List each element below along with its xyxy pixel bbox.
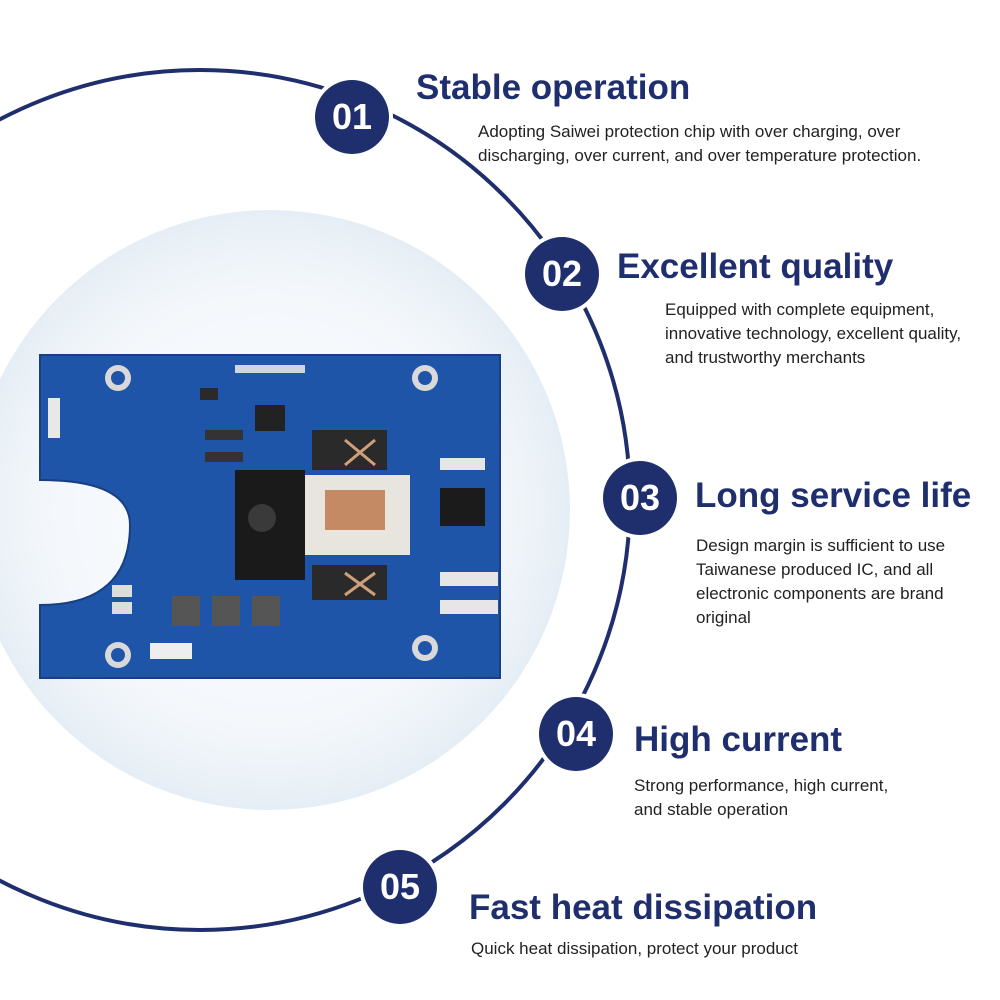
desc-line: electronic components are brand [696, 584, 944, 603]
feature-title-fast-heat-dissipation: Fast heat dissipation [469, 888, 818, 927]
feature-desc-high-current: Strong performance, high current, and st… [634, 774, 888, 822]
step-badge-05: 05 [363, 850, 437, 924]
feature-desc-fast-heat-dissipation: Quick heat dissipation, protect your pro… [471, 937, 798, 961]
desc-line: Strong performance, high current, [634, 776, 889, 795]
desc-line: original [696, 608, 751, 627]
feature-desc-stable-operation: Adopting Saiwei protection chip with ove… [478, 120, 921, 168]
step-badge-03: 03 [603, 461, 677, 535]
desc-line: and trustworthy merchants [665, 348, 866, 367]
desc-line: discharging, over current, and over temp… [478, 146, 922, 165]
desc-line: Design margin is sufficient to use [696, 536, 946, 555]
feature-title-excellent-quality: Excellent quality [617, 247, 894, 286]
circuit-board-image [39, 354, 501, 679]
feature-title-high-current: High current [634, 720, 843, 759]
step-badge-01: 01 [315, 80, 389, 154]
desc-line: Equipped with complete equipment, [665, 300, 935, 319]
feature-title-stable-operation: Stable operation [416, 68, 691, 107]
feature-desc-long-service-life: Design margin is sufficient to use Taiwa… [696, 534, 945, 630]
desc-line: Adopting Saiwei protection chip with ove… [478, 122, 901, 141]
desc-line: Quick heat dissipation, protect your pro… [471, 939, 798, 958]
desc-line: and stable operation [634, 800, 789, 819]
feature-title-long-service-life: Long service life [695, 476, 972, 515]
step-badge-04: 04 [539, 697, 613, 771]
desc-line: Taiwanese produced IC, and all [696, 560, 934, 579]
feature-desc-excellent-quality: Equipped with complete equipment, innova… [665, 298, 961, 370]
step-badge-02: 02 [525, 237, 599, 311]
desc-line: innovative technology, excellent quality… [665, 324, 962, 343]
